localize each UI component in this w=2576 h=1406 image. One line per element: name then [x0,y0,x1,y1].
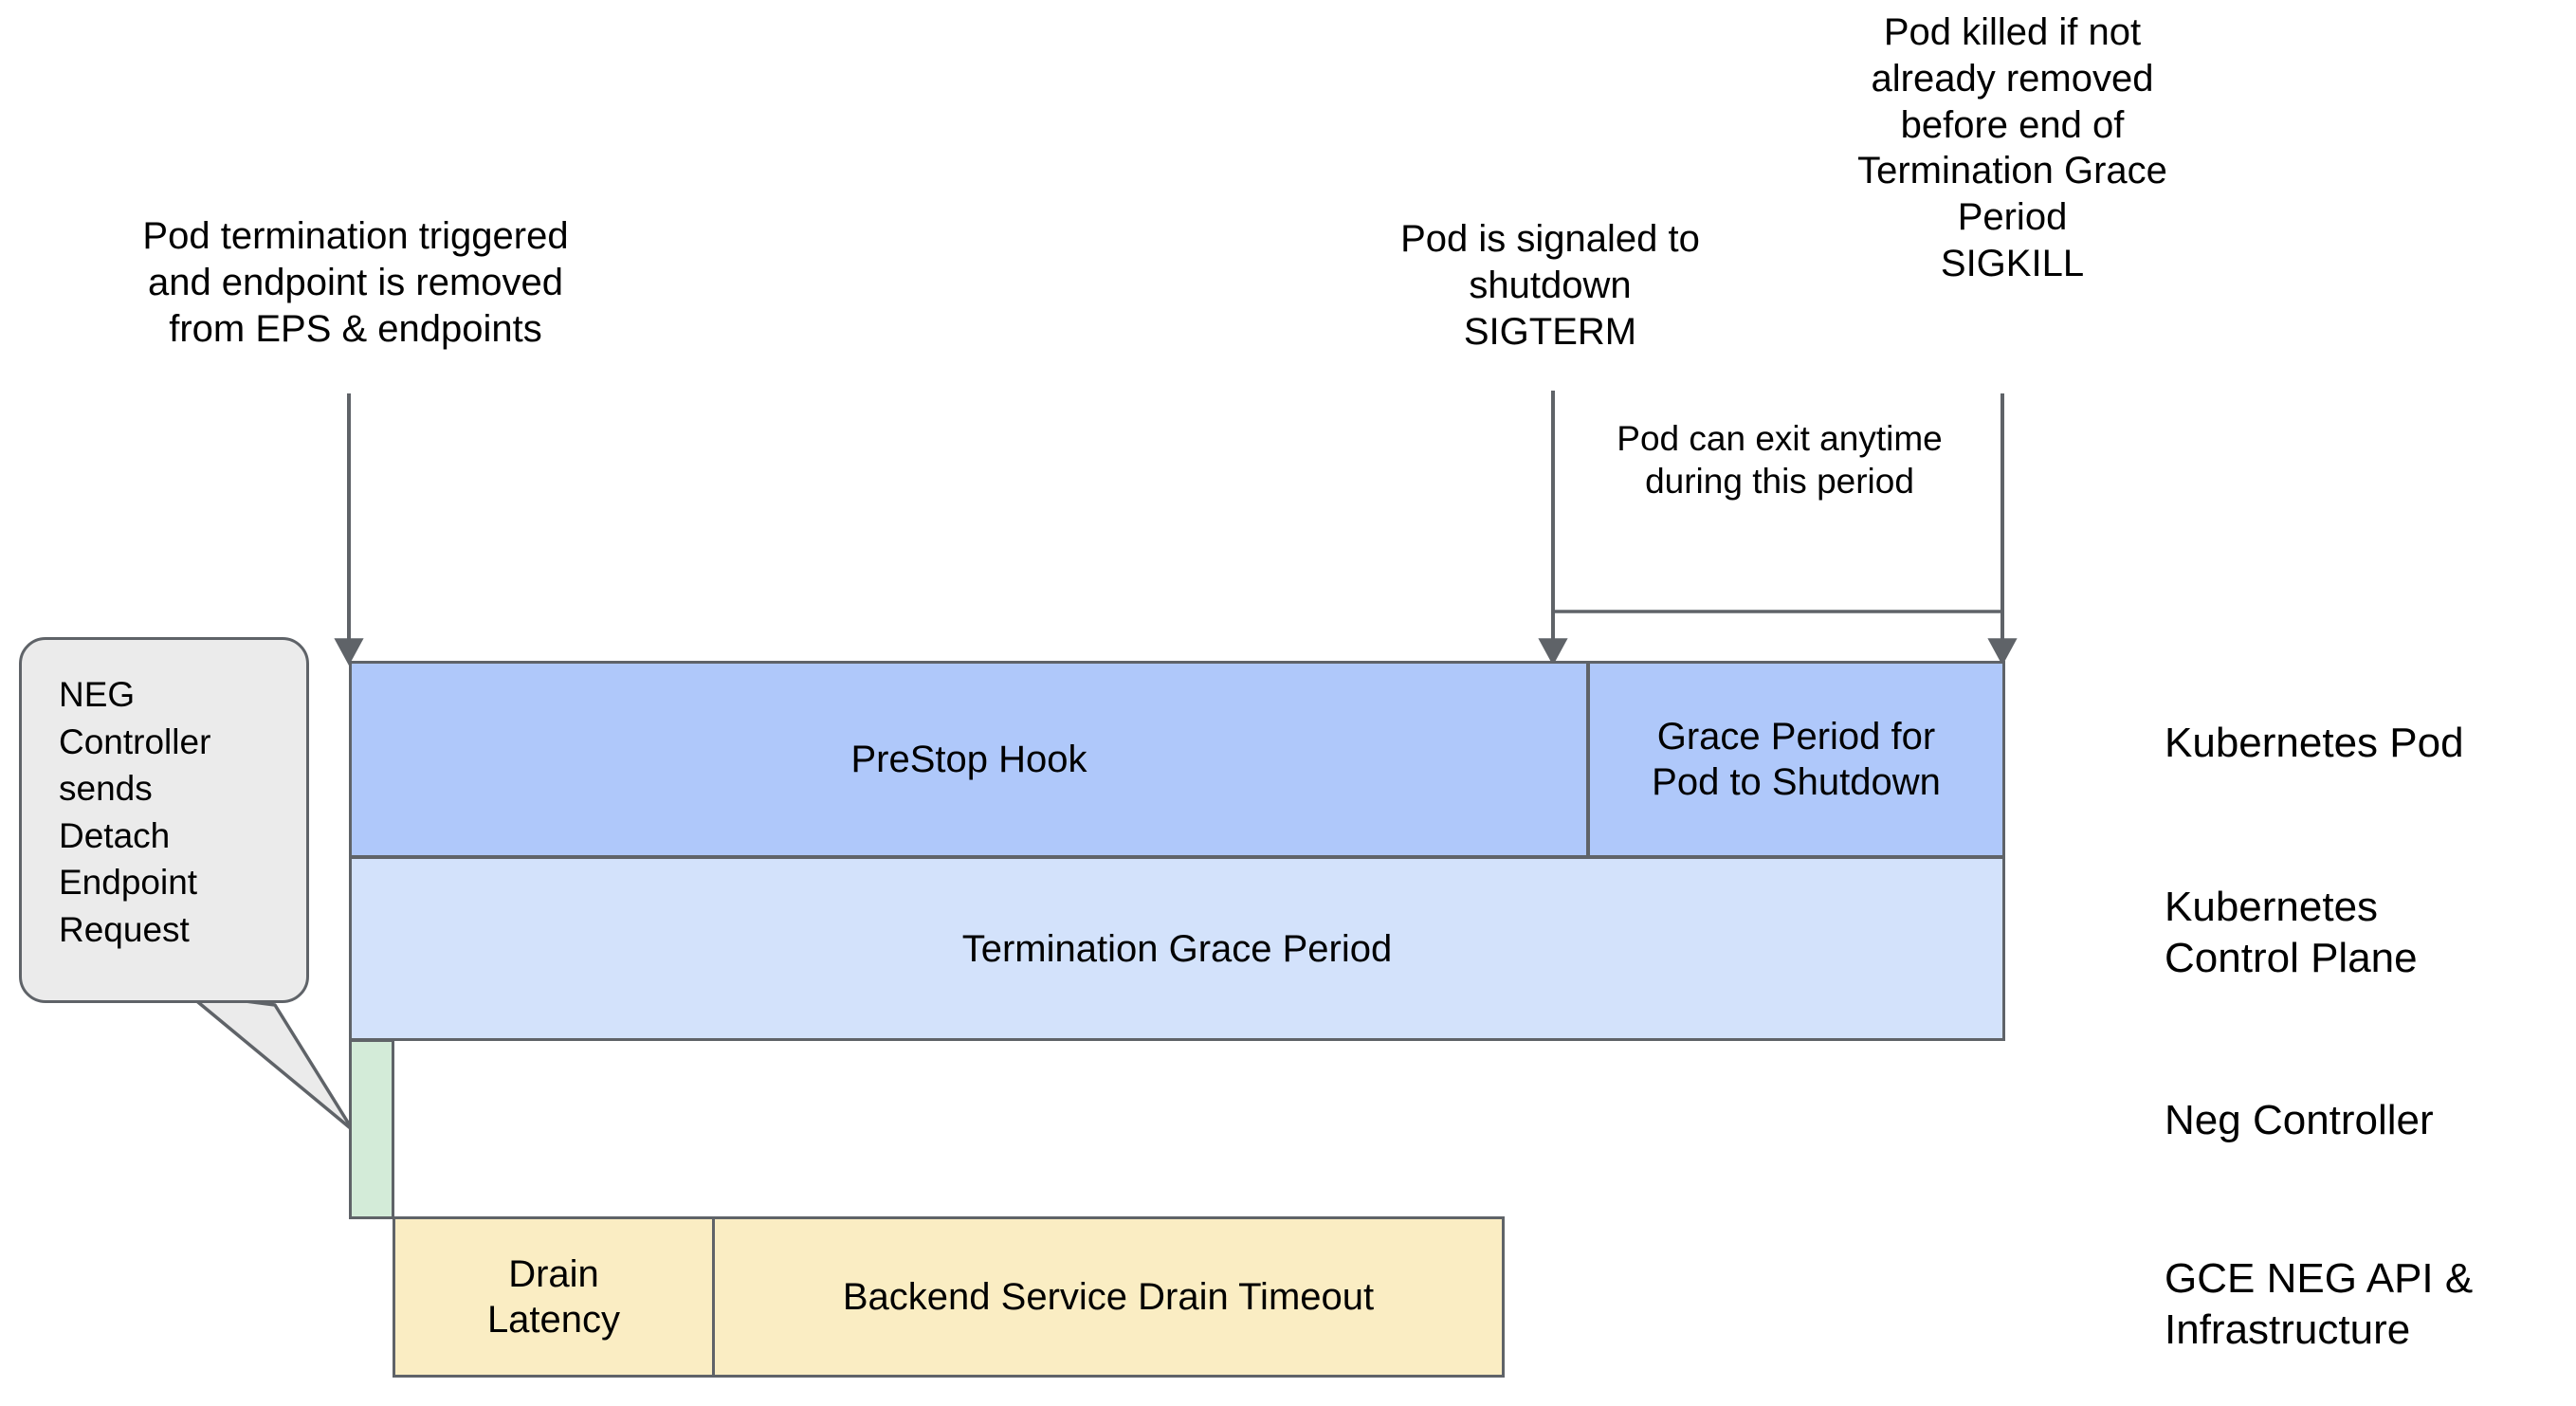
annotation-pod-can-exit-anytime: Pod can exit anytime during this period [1617,419,1943,502]
neg-controller-callout [19,637,309,1003]
bar-drain-latency: Drain Latency [393,1216,715,1378]
legend-gce-neg-api: GCE NEG API & Infrastructure [2165,1255,2474,1353]
legend-kubernetes-pod: Kubernetes Pod [2165,720,2464,766]
bar-prestop-hook: PreStop Hook [349,661,1589,858]
annotation-pod-termination-triggered: Pod termination triggered and endpoint i… [142,215,569,350]
bar-prestop-hook-label: PreStop Hook [850,739,1087,780]
legend-neg-controller: Neg Controller [2165,1097,2434,1143]
bar-grace-period-shutdown: Grace Period for Pod to Shutdown [1587,661,2005,858]
annotation-pod-killed-sigkill: Pod killed if not already removed before… [1857,11,2167,284]
bar-drain-latency-label: Drain Latency [486,1253,621,1341]
bar-grace-period-shutdown-label: Grace Period for Pod to Shutdown [1652,716,1941,803]
bar-termination-grace-period-label: Termination Grace Period [961,927,1393,970]
bar-termination-grace-period: Termination Grace Period [349,856,2005,1041]
annotation-pod-signaled-shutdown: Pod is signaled to shutdown SIGTERM [1400,218,1700,353]
legend-kubernetes-control-plane: Kubernetes Control Plane [2165,884,2418,981]
callout-tail [186,992,355,1132]
neg-controller-callout-text: NEG Controller sends Detach Endpoint Req… [59,675,211,949]
bar-backend-service-drain-timeout: Backend Service Drain Timeout [712,1216,1505,1378]
bar-backend-service-drain-timeout-label: Backend Service Drain Timeout [842,1276,1375,1318]
bar-neg-controller [349,1039,394,1219]
